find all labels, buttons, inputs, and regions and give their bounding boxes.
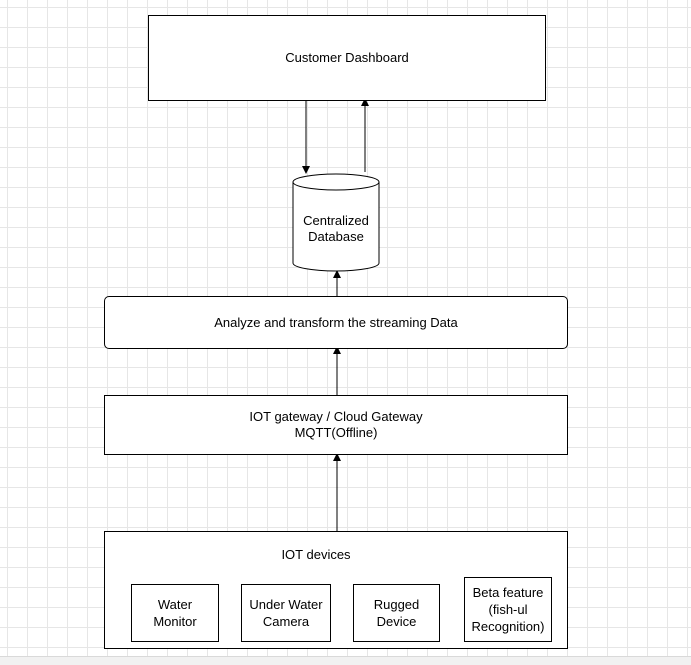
iot-gateway-text: IOT gateway / Cloud Gateway MQTT(Offline… [249,409,422,441]
scroll-strip [0,656,691,665]
iot-devices-title: IOT devices [281,547,351,562]
iot-gateway-line2: MQTT(Offline) [294,425,378,440]
iot-gateway-box[interactable]: IOT gateway / Cloud Gateway MQTT(Offline… [104,395,568,455]
database-label: Centralized Database [303,213,369,244]
device-under-water-camera[interactable]: Under Water Camera [241,584,331,642]
iot-gateway-line1: IOT gateway / Cloud Gateway [249,409,423,424]
customer-dashboard-label: Customer Dashboard [285,50,409,65]
device-water-monitor[interactable]: Water Monitor [131,584,219,642]
analyze-transform-box[interactable]: Analyze and transform the streaming Data [104,296,568,349]
device-beta-feature[interactable]: Beta feature (fish-ul Recognition) [464,577,552,642]
device-rugged-device[interactable]: Rugged Device [353,584,440,642]
customer-dashboard-box[interactable]: Customer Dashboard [148,15,546,101]
analyze-transform-label: Analyze and transform the streaming Data [214,314,458,330]
database-cylinder [292,173,380,272]
